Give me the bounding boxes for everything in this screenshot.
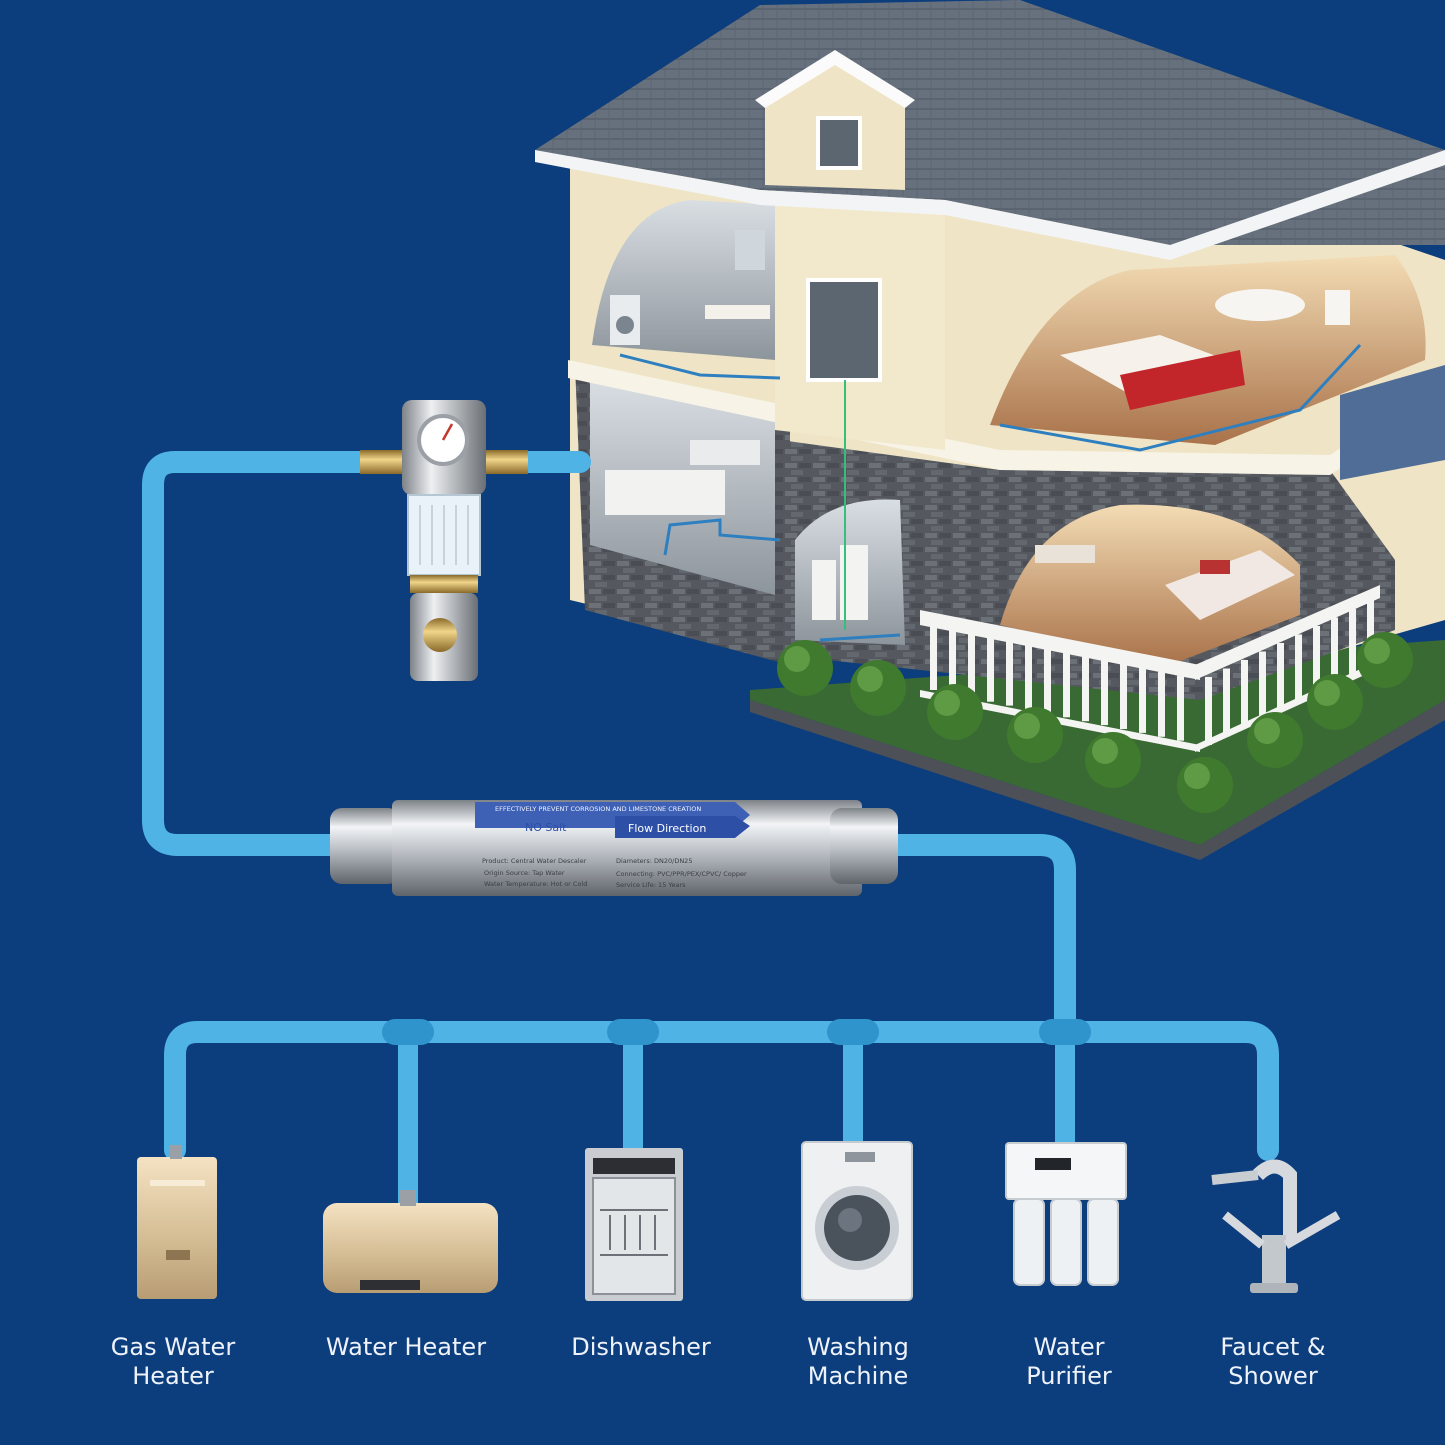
prefilter-device — [360, 400, 528, 681]
shrub-highlight — [1014, 713, 1040, 739]
bedroom-cutaway — [990, 255, 1426, 445]
spec-service-life: Service Life: 15 Years — [616, 881, 686, 889]
railing-baluster — [1277, 643, 1284, 711]
appliance-label: Water Heater — [325, 1333, 487, 1361]
side-balcony — [1340, 365, 1445, 480]
railing-balusters — [930, 600, 1374, 745]
appliance-label: Washing Machine — [807, 1333, 909, 1390]
appliance-label: Dishwasher — [571, 1333, 711, 1361]
shrub-highlight — [1184, 763, 1210, 789]
descaler-tag-no-salt: NO Salt — [525, 821, 567, 834]
pipe-inlet-loop — [142, 451, 381, 856]
railing-baluster — [1259, 651, 1266, 720]
railing-baluster — [1223, 668, 1230, 737]
railing-baluster — [1158, 671, 1165, 737]
railing-baluster — [1063, 652, 1070, 718]
gas-water-heater-icon — [137, 1145, 217, 1299]
railing-baluster — [1082, 656, 1089, 722]
railing-baluster — [1313, 626, 1320, 694]
shrub-highlight — [934, 690, 960, 716]
railing-baluster — [1349, 609, 1356, 677]
roof — [535, 0, 1445, 245]
water-heater-icon — [323, 1190, 498, 1293]
porch-railing — [920, 585, 1380, 752]
dormer-window — [816, 116, 862, 170]
railing-baluster — [1006, 640, 1013, 706]
water-pipes — [142, 451, 1279, 1215]
pipe-distribution-manifold — [164, 1021, 1279, 1161]
spec-product: Product: Central Water Descaler — [482, 857, 587, 865]
railing-baluster — [1241, 660, 1248, 728]
railing-baluster — [1177, 675, 1184, 741]
pipe-descaler-out — [874, 834, 1076, 1041]
shrub-highlight — [857, 666, 883, 692]
flush-valve-icon — [423, 618, 457, 652]
railing-baluster — [1120, 664, 1127, 729]
spec-connecting: Connecting: PVC/PPR/PEX/CPVC/ Copper — [616, 870, 747, 878]
spec-origin: Origin Source: Tap Water — [484, 869, 565, 877]
railing-baluster — [949, 628, 956, 694]
shrub-highlight — [1092, 738, 1118, 764]
railing-baluster — [1044, 648, 1051, 714]
descaler-left-nut — [330, 808, 400, 884]
washing-machine-icon — [801, 1141, 913, 1301]
appliance-label: Gas Water Heater — [110, 1333, 236, 1390]
window-middle — [806, 278, 882, 382]
railing-baluster — [1025, 644, 1032, 710]
shrub-highlight — [1254, 718, 1280, 744]
railing-baluster — [1101, 660, 1108, 726]
railing-baluster — [1295, 634, 1302, 703]
shrub-highlight — [1314, 680, 1340, 706]
living-room-cutaway — [1000, 504, 1300, 665]
railing-baluster — [1331, 617, 1338, 686]
descaler-right-nut — [830, 808, 898, 884]
descaler-unit: EFFECTIVELY PREVENT CORROSION AND LIMEST… — [330, 800, 898, 896]
water-purifier-icon — [1005, 1142, 1127, 1286]
garden-shrubs — [777, 632, 1413, 813]
railing-baluster — [1205, 677, 1212, 745]
faucet-shower-icon — [1211, 1159, 1341, 1293]
railing-baluster — [930, 625, 937, 690]
spec-diameters: Diameters: DN20/DN25 — [616, 857, 692, 865]
railing-baluster — [987, 636, 994, 702]
dishwasher-icon — [585, 1148, 683, 1301]
descaler-tag-flow-direction: Flow Direction — [628, 822, 706, 835]
floor-slab — [568, 360, 1445, 475]
shrub-highlight — [784, 646, 810, 672]
railing-baluster — [1139, 667, 1146, 733]
railing-baluster — [968, 632, 975, 698]
shrub-highlight — [1364, 638, 1390, 664]
spec-temperature: Water Temperature: Hot or Cold — [484, 880, 587, 888]
railing-baluster — [1367, 600, 1374, 669]
house-illustration — [535, 0, 1445, 860]
appliance-label: Water Purifier — [1026, 1333, 1112, 1390]
descaler-header: EFFECTIVELY PREVENT CORROSION AND LIMEST… — [495, 805, 701, 813]
appliance-label: Faucet & Shower — [1220, 1333, 1326, 1390]
